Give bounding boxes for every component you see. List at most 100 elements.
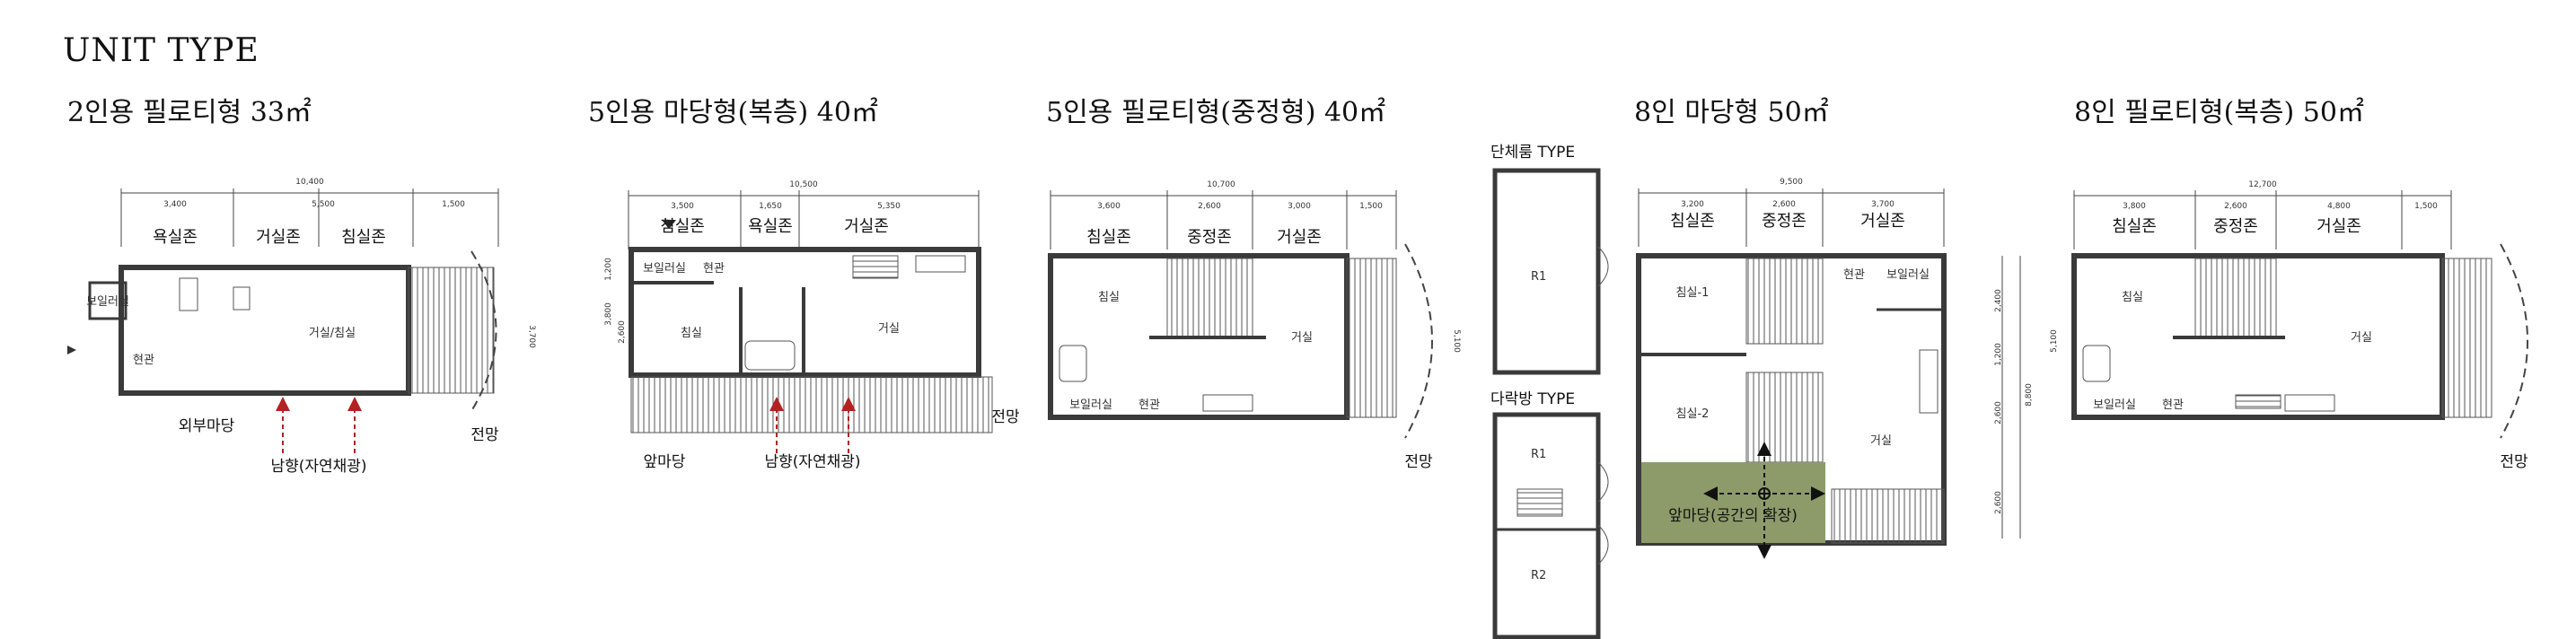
room-boiler: 보일러실 [1886,268,1930,282]
room-living: 거실 [1291,331,1313,345]
dim-3: 1,500 [442,200,465,209]
dim-6: 2,600 [1994,401,2003,425]
deck [408,267,495,394]
annotation-view: 전망 [1404,453,1433,471]
dim-7: 2,600 [1994,491,2003,514]
dim-4: 1,500 [2414,202,2438,211]
dim-1: 3,800 [2123,202,2146,211]
view-arc [470,250,497,412]
room-entrance: 현관 [703,262,725,276]
dim-2: 2,600 [1198,202,1221,211]
dim-3: 4,800 [2327,202,2351,211]
zone-bath: 욕실존 [153,228,198,247]
room-type-1-r1: R1 [1531,270,1546,284]
dim-5: 5,100 [2050,329,2059,353]
zone-bed: 침실존 [341,228,386,247]
room-bed-2: 침실-2 [1676,407,1710,421]
room-type-2-title: 다락방 TYPE [1490,390,1575,408]
dim-1: 3,600 [1097,202,1121,211]
unit-1-plan: 10,400 3,400 5,500 1,500 3,700 욕실존 거실존 침… [67,178,536,476]
dim-4: 2,400 [1994,289,2003,312]
dim-2: 5,500 [312,200,335,209]
zone-living: 거실존 [256,228,301,247]
dim-2: 1,650 [759,202,782,211]
courtyard-lower [1745,372,1824,463]
dim-total-vertical: 8,800 [2025,383,2034,407]
kitchen-counter [1202,394,1253,412]
annotation-yard: 외부마당 [179,417,235,435]
courtyard [2194,258,2277,338]
room-types: 단체룸 TYPE R1 다락방 TYPE R1 R2 [1490,144,1609,639]
dim-1: 3,500 [671,202,694,211]
entry-marker-icon [67,346,76,355]
kitchen-counter [915,255,966,273]
sink [233,286,251,311]
dim-1: 3,200 [1681,200,1704,209]
unit-3-plan: 10,700 3,600 2,600 3,000 1,500 5,100 침실존… [1048,180,1461,471]
annotation-view: 전망 [991,408,1020,426]
dimension-line [628,190,980,249]
loft-stair [1517,488,1563,517]
room-entrance: 현관 [133,354,154,367]
room-entrance: 현관 [1139,398,1160,412]
unit-4-title: 8인 마당형 50㎡ [1634,97,1829,128]
unit-5-title: 8인 필로티형(복층) 50㎡ [2074,97,2364,128]
dim-5: 3,800 [604,302,613,326]
zone-bed: 침실존 [1670,212,1715,231]
entry-marker-icon [662,220,676,229]
room-boiler: 보일러실 [86,295,129,309]
room-bed-1: 침실-1 [1676,286,1710,300]
annotation-view: 전망 [2500,453,2528,471]
deck [2441,258,2492,418]
room-living: 거실 [878,322,900,336]
dim-total: 10,500 [789,180,818,189]
dim-2: 2,600 [1772,200,1796,209]
dim-4: 1,200 [604,258,613,281]
stair [2235,394,2281,409]
view-arc [1404,243,1433,439]
zone-living: 거실존 [2317,217,2361,236]
dim-1: 3,400 [163,200,187,209]
unit-4-plan: 9,500 3,200 2,600 3,700 2,400 1,200 2,60… [1636,178,2034,559]
annotation-south: 남향(자연채광) [764,453,860,471]
annotation-view: 전망 [470,426,499,444]
dim-2: 2,600 [2224,202,2247,211]
zone-court: 중정존 [1187,228,1232,247]
dim-3: 3,700 [1871,200,1895,209]
unit-5-plan: 12,700 3,800 2,600 4,800 1,500 5,100 침실존… [2050,180,2528,471]
zone-bath: 욕실존 [748,217,793,236]
unit-2-plan: 10,500 3,500 1,650 5,350 1,200 3,800 2,6… [604,180,1020,471]
front-yard [1641,462,1825,543]
unit-2-title: 5인용 마당형(복층) 40㎡ [588,97,878,128]
room-living: 거실 [2351,331,2372,345]
bathtub [2082,345,2111,382]
room-bed: 침실 [681,327,702,340]
zone-living: 거실존 [844,217,889,236]
kitchen-counter [2284,394,2335,412]
kitchen-counter [1919,349,1939,414]
room-boiler: 보일러실 [2093,398,2136,412]
dimension-line [1050,190,1397,249]
annotation-south: 남향(자연채광) [270,458,366,476]
toilet [179,277,198,311]
dim-3: 3,000 [1288,202,1311,211]
room-type-2-box [1492,412,1601,639]
dim-5: 5,100 [1452,329,1461,353]
view-arc [2500,243,2528,439]
room-entrance: 현관 [2162,398,2184,412]
front-yard-deck [630,376,993,433]
bathtub [744,340,796,371]
annotation-yard: 앞마당(공간의 확장) [1668,507,1798,525]
unit-wall [119,265,411,396]
room-type-2-r1: R1 [1531,448,1546,461]
dim-6: 2,600 [618,320,627,344]
room-type-1-title: 단체룸 TYPE [1490,144,1575,162]
zone-court: 중정존 [1762,212,1807,231]
room-entrance: 현관 [1843,268,1865,282]
dim-total: 9,500 [1780,178,1803,187]
unit-3-title: 5인용 필로티형(중정형) 40㎡ [1046,97,1386,128]
dim-4: 3,700 [527,325,536,348]
boiler-room [88,281,127,320]
room-boiler: 보일러실 [1069,398,1112,412]
zone-bed: 침실존 [2112,217,2157,236]
